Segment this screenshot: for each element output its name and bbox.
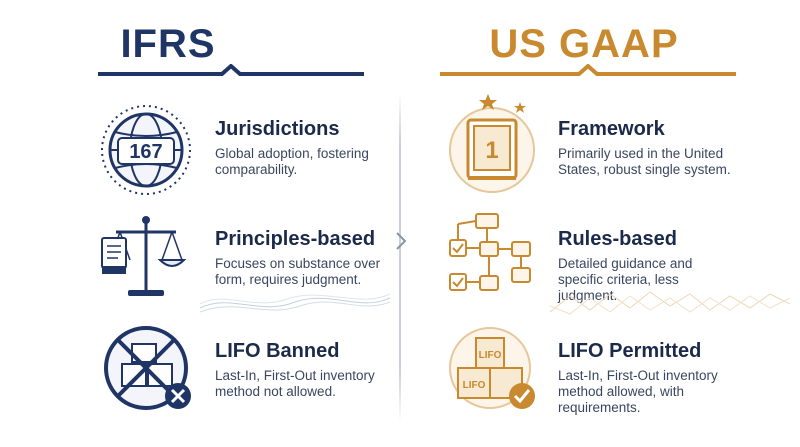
ifrs-item-principles: Principles-based Focuses on substance ov… <box>0 210 400 313</box>
center-divider <box>399 92 401 422</box>
usgaap-item-title: LIFO Permitted <box>558 340 702 362</box>
permitted-boxes-icon: LIFO LIFO <box>449 327 535 409</box>
wave-decoration <box>550 291 790 315</box>
framework-count: 1 <box>485 137 498 164</box>
usgaap-heading: US GAAP <box>489 22 679 66</box>
ifrs-item-jurisdictions: 167 Jurisdictions Global adoption, foste… <box>0 100 400 200</box>
usgaap-item-framework: 1 Framework Primarily used in the United… <box>400 92 800 193</box>
ifrs-item-title: Jurisdictions <box>215 118 340 140</box>
ifrs-item-title: Principles-based <box>215 228 376 250</box>
chevron-right-icon <box>396 232 407 250</box>
box-label: LIFO <box>479 350 502 361</box>
flowchart-icon <box>449 213 531 291</box>
box-label: LIFO <box>463 380 486 391</box>
usgaap-heading-underline <box>440 64 736 76</box>
wave-decoration <box>200 293 390 313</box>
usgaap-item-description: Detailed guidance and specific criteria,… <box>558 256 693 303</box>
jurisdictions-count: 167 <box>129 141 162 163</box>
star-icon <box>479 94 497 110</box>
star-icon <box>514 102 526 113</box>
usgaap-item-lifo: LIFO LIFO LIFO Permitted Last-In, First-… <box>400 320 800 420</box>
usgaap-item-rules: Rules-based Detailed guidance and specif… <box>400 210 800 315</box>
book-icon: 1 <box>449 94 535 193</box>
usgaap-item-title: Framework <box>558 118 665 140</box>
banned-boxes-icon <box>104 326 191 410</box>
usgaap-item-title: Rules-based <box>558 228 677 250</box>
ifrs-item-description: Global adoption, fostering comparability… <box>215 146 369 177</box>
usgaap-item-description: Primarily used in the United States, rob… <box>558 146 731 177</box>
usgaap-column: US GAAP 1 Framework Primarily used in th… <box>400 0 800 447</box>
usgaap-item-description: Last-In, First-Out inventory method allo… <box>558 368 718 415</box>
ifrs-item-description: Last-In, First-Out inventory method not … <box>215 368 375 399</box>
globe-icon: 167 <box>101 105 191 195</box>
scales-icon <box>101 216 187 296</box>
ifrs-item-description: Focuses on substance over form, requires… <box>215 256 381 287</box>
ifrs-item-title: LIFO Banned <box>215 340 340 362</box>
ifrs-column: IFRS 167 Jurisdictions Global adoption, … <box>0 22 400 420</box>
ifrs-heading: IFRS <box>120 22 216 66</box>
ifrs-heading-underline <box>98 64 364 76</box>
ifrs-item-lifo: LIFO Banned Last-In, First-Out inventory… <box>0 320 400 420</box>
